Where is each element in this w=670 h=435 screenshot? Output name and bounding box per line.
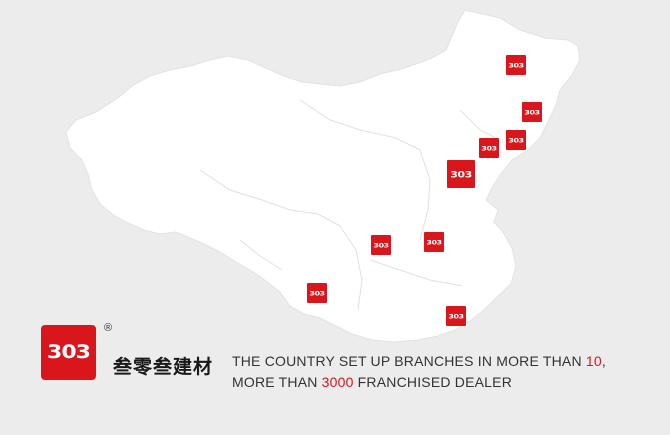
- branch-marker: 303: [506, 130, 526, 150]
- tagline-text: ,: [601, 353, 606, 369]
- branch-marker: 303: [307, 283, 327, 303]
- tagline-text: FRANCHISED DEALER: [353, 374, 513, 390]
- tagline-line-2: MORE THAN 3000 FRANCHISED DEALER: [232, 372, 606, 393]
- tagline-text: MORE THAN: [232, 374, 322, 390]
- brand-chinese-name: 叁零叁建材: [113, 356, 214, 378]
- dealer-count: 3000: [321, 374, 354, 390]
- brand-logo: 303: [41, 325, 96, 380]
- logo-text: 303: [47, 341, 91, 364]
- branch-marker: 303: [424, 232, 444, 252]
- branch-marker: 303: [446, 306, 466, 326]
- branch-marker-large: 303: [447, 160, 475, 188]
- province-borders: [199, 99, 501, 311]
- branch-marker: 303: [479, 138, 499, 158]
- registered-mark: ®: [104, 322, 113, 334]
- tagline-text: THE COUNTRY SET UP BRANCHES IN MORE THAN: [232, 353, 586, 369]
- tagline-line-1: THE COUNTRY SET UP BRANCHES IN MORE THAN…: [232, 351, 606, 372]
- branch-marker: 303: [371, 235, 391, 255]
- china-landmass: [65, 9, 581, 343]
- branch-marker: 303: [522, 102, 542, 122]
- branch-count: 10: [585, 353, 602, 369]
- tagline: THE COUNTRY SET UP BRANCHES IN MORE THAN…: [232, 351, 606, 393]
- branch-marker: 303: [506, 55, 526, 75]
